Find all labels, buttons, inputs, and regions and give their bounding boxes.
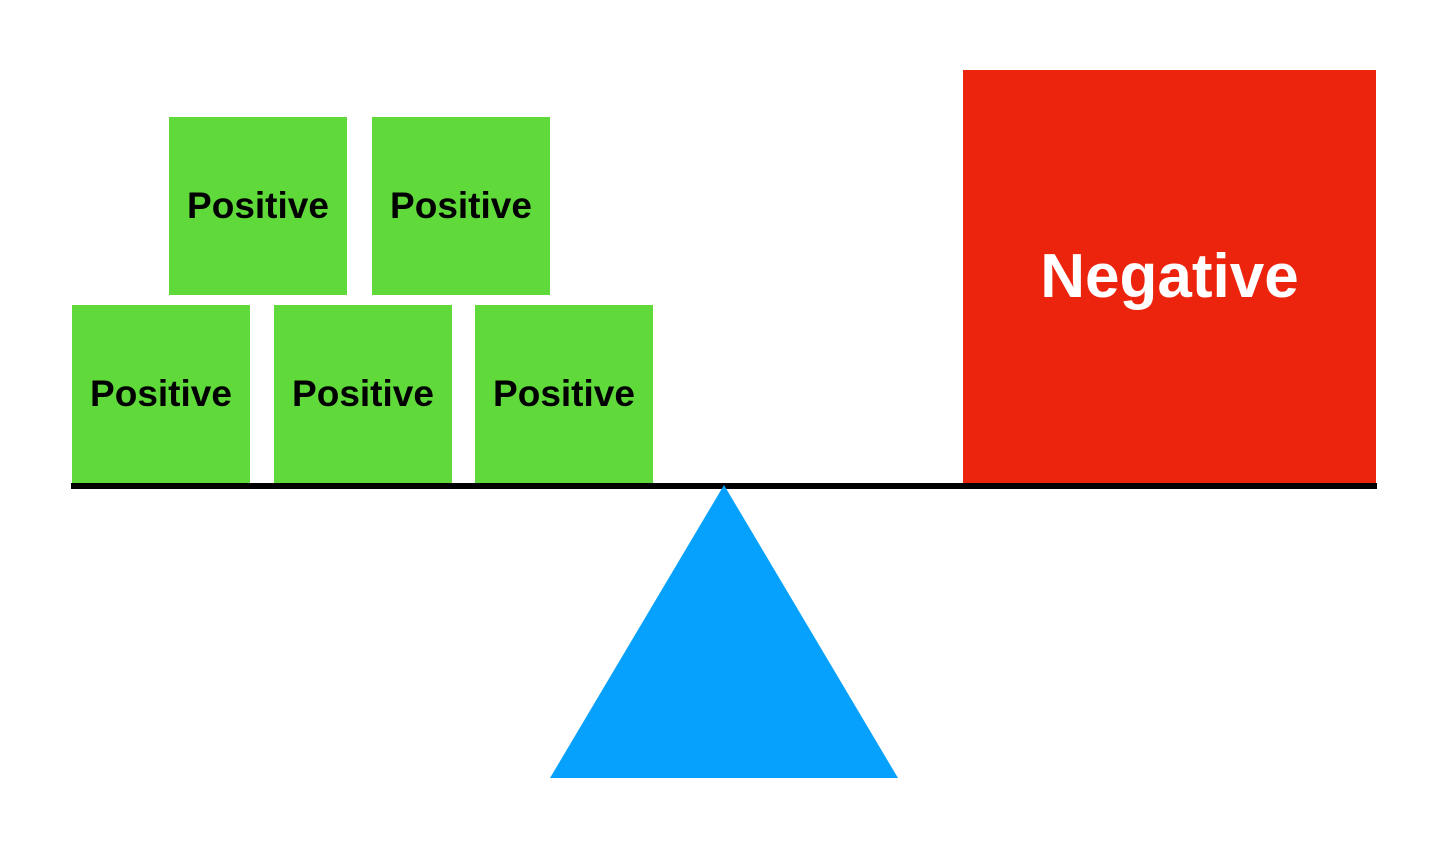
negative-block: Negative [963, 70, 1376, 483]
positive-block-label: Positive [187, 185, 329, 226]
fulcrum-shape [550, 485, 898, 778]
positive-block: Positive [274, 305, 452, 483]
positive-block: Positive [372, 117, 550, 295]
fulcrum-triangle [550, 485, 898, 778]
negative-block-label: Negative [1040, 242, 1299, 311]
positive-block-label: Positive [390, 185, 532, 226]
positive-block-label: Positive [493, 373, 635, 414]
positive-block-label: Positive [292, 373, 434, 414]
positive-block: Positive [72, 305, 250, 483]
positive-block: Positive [169, 117, 347, 295]
positive-block: Positive [475, 305, 653, 483]
positive-block-label: Positive [90, 373, 232, 414]
